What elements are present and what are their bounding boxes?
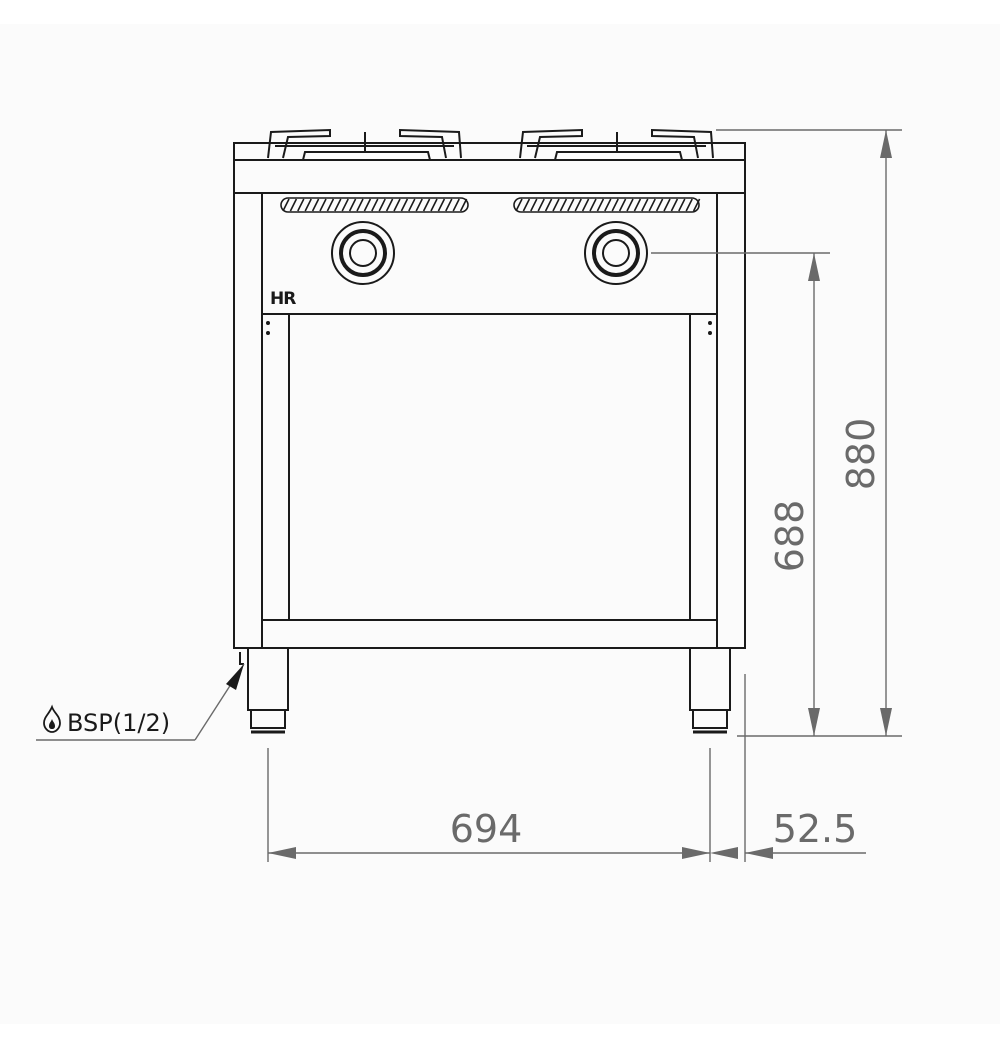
vent-slot [334,198,342,212]
vent-slot [363,198,372,212]
leg-left [247,647,289,734]
dimension-lines [36,129,902,862]
vent-slot [641,198,649,212]
right-post [716,192,746,649]
flame-icon [43,704,61,733]
vent-slot [537,198,545,212]
gas-inlet [239,652,244,665]
left-post [233,192,263,649]
vent-slot [326,198,335,212]
vent-slot [311,198,320,212]
vent-slot [522,198,531,212]
burner-grate-left [267,128,462,161]
vent-slot [648,198,656,212]
drawing-page: HR 880 688 69 [0,24,1000,1024]
vent-slot [574,198,582,212]
vent-slot [393,198,401,212]
vent-slot [678,198,686,212]
vent-slot [289,198,298,212]
vent-slot [385,198,394,212]
vent-slot [341,198,349,212]
vent-slot [437,198,446,212]
vent-slot [371,198,379,212]
vent-slot [655,198,664,212]
burner-grate-right [519,128,714,161]
knob-left [331,221,395,285]
vent-slot [415,198,423,212]
vent-slot [400,198,409,212]
dimension-side-offset: 52.5 [773,807,858,851]
vent-slot [581,198,590,212]
vent-slot [618,198,627,212]
control-panel [261,192,718,315]
vent-slot [530,198,538,212]
vent-slots-left [280,197,469,213]
vent-slot [356,198,364,212]
vent-slot [633,198,642,212]
vent-slot [611,198,619,212]
vent-slot [282,198,290,212]
vent-slot [567,198,575,212]
vent-slot [544,198,553,212]
vent-outline [513,197,700,213]
vent-slots-right [513,197,701,213]
vent-slot [297,198,305,212]
dimension-leg-span: 694 [450,807,523,851]
bottom-rail [261,619,718,649]
vent-outline [280,197,469,213]
vent-slot [515,198,523,212]
vent-slot [626,198,634,212]
vent-slot [452,198,460,212]
vent-slot [663,198,671,212]
vent-slot [596,198,605,212]
screws [266,321,712,335]
vent-slot [422,198,431,212]
vent-slot [430,198,438,212]
vent-slot [304,198,312,212]
vent-slot [348,198,357,212]
brand-logo: HR [270,289,296,309]
range-body [233,128,746,734]
vent-slot [319,198,327,212]
gas-connection-label: BSP(1/2) [67,709,170,737]
dimension-arrows [226,130,892,859]
vent-slot [552,198,560,212]
vent-slot [408,198,416,212]
worktop [233,142,746,194]
leg-right [689,647,731,734]
vent-slot [670,198,679,212]
technical-drawing: HR 880 688 69 [36,128,902,862]
gas-connection: BSP(1/2) [43,704,170,737]
dimension-total-height: 880 [839,418,883,491]
vent-slot [378,198,386,212]
dimension-knob-height: 688 [768,500,812,573]
vent-slot [589,198,597,212]
vent-slot [559,198,568,212]
vent-slot [685,198,693,212]
vent-slot [459,198,468,212]
vent-slot [604,198,612,212]
vent-slot [445,198,453,212]
knob-right [584,221,648,285]
